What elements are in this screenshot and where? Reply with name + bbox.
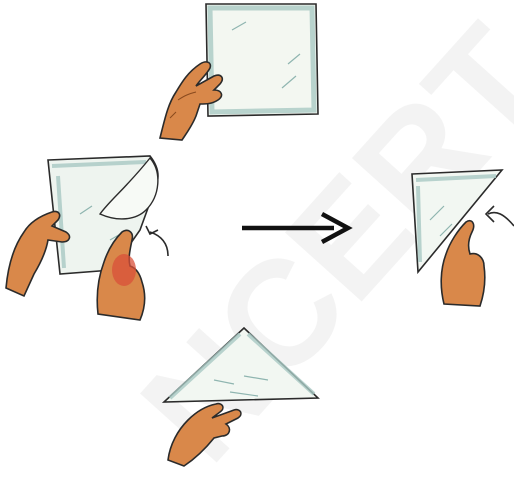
step-hold-square-paper: [160, 4, 318, 140]
fold-direction-arrow: [150, 232, 168, 256]
fold-arrowhead: [146, 226, 158, 234]
square-paper: [206, 4, 318, 116]
finger-pressure-highlight: [112, 254, 136, 286]
step-fold-corner: [6, 156, 168, 320]
